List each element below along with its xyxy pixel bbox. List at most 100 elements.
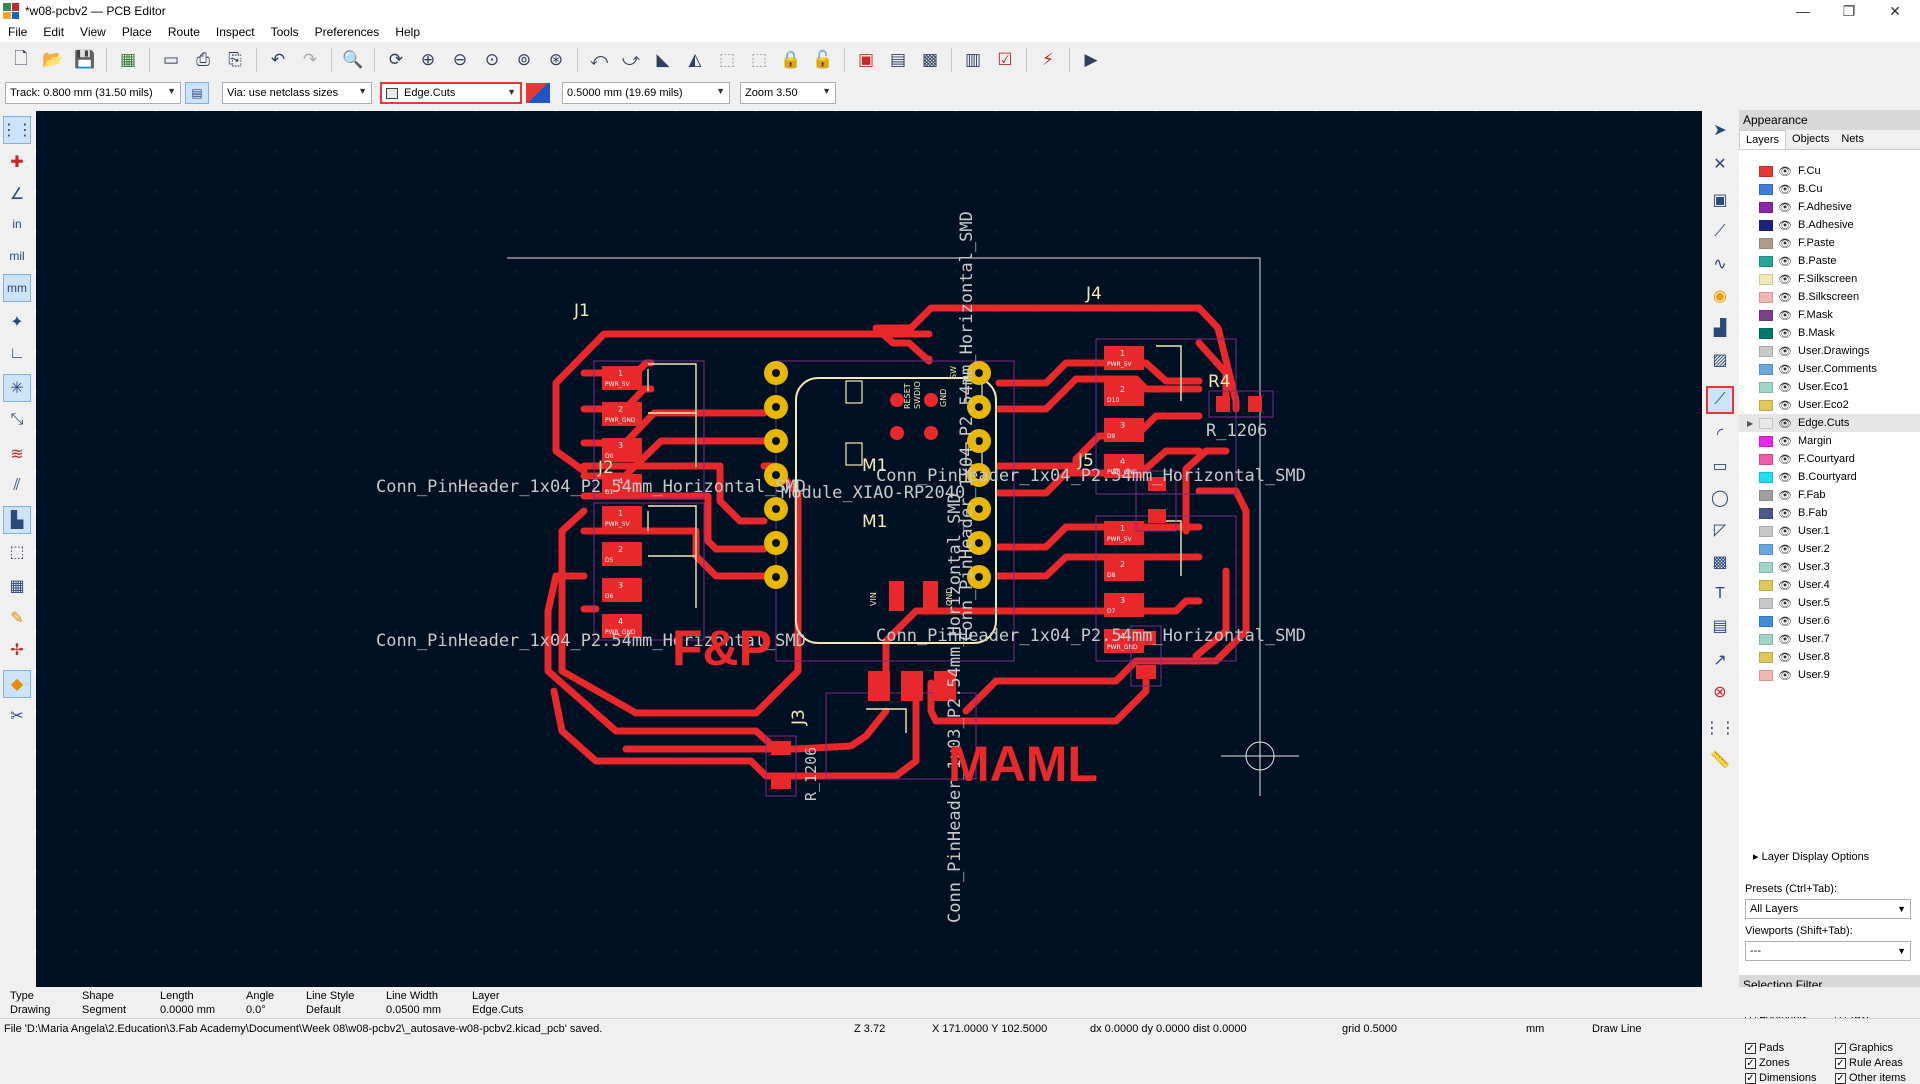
layer-row[interactable]: 👁User.9: [1739, 666, 1920, 684]
via-outline-icon[interactable]: ⬚: [9, 544, 25, 561]
checkbox[interactable]: ✓: [1745, 1072, 1756, 1084]
grid-toggle-icon[interactable]: ⋮⋮: [1, 116, 33, 144]
filter-pads[interactable]: ✓Pads: [1745, 1042, 1784, 1054]
footprint-browser-icon[interactable]: ▤: [889, 50, 907, 69]
draw-line-icon[interactable]: ⟋: [1706, 386, 1734, 414]
add-rule-area-icon[interactable]: ▨: [1712, 352, 1728, 369]
layer-color-swatch[interactable]: [1759, 471, 1773, 483]
layer-color-swatch[interactable]: [1759, 435, 1773, 447]
menu-place[interactable]: Place: [121, 25, 152, 39]
grid-select[interactable]: 0.5000 mm (19.69 mils)▼: [562, 82, 730, 104]
layer-color-swatch[interactable]: [1759, 561, 1773, 573]
layer-row[interactable]: 👁User.3: [1739, 558, 1920, 576]
add-textbox-icon[interactable]: ▤: [1712, 618, 1728, 635]
via-size-select[interactable]: Via: use netclass sizes▼: [222, 82, 372, 104]
layer-row[interactable]: 👁User.Comments: [1739, 360, 1920, 378]
layer-visibility-eye-icon[interactable]: 👁: [1778, 327, 1792, 340]
layer-visibility-eye-icon[interactable]: 👁: [1778, 651, 1792, 664]
layer-visibility-eye-icon[interactable]: 👁: [1778, 273, 1792, 286]
pcb-drawing[interactable]: 1PWR_5V2PWR_GND3D04D11PWR_5V2D53D64PWR_G…: [36, 111, 1702, 987]
contrast-mode-icon[interactable]: ▦: [9, 578, 25, 595]
plot-icon[interactable]: ⎘: [228, 50, 242, 69]
layer-visibility-eye-icon[interactable]: 👁: [1778, 399, 1792, 412]
layer-visibility-eye-icon[interactable]: 👁: [1778, 579, 1792, 592]
filter-zones[interactable]: ✓Zones: [1745, 1057, 1790, 1069]
ungroup-icon[interactable]: ⬚: [750, 50, 768, 69]
unlock-icon[interactable]: 🔓: [812, 50, 834, 69]
units-inch-button[interactable]: in: [12, 217, 22, 231]
find-icon[interactable]: 🔍: [342, 50, 364, 69]
units-mm-button[interactable]: mm: [3, 274, 31, 302]
layer-color-swatch[interactable]: [1759, 543, 1773, 555]
delete-tool-icon[interactable]: ⊗: [1713, 684, 1727, 701]
footprint-editor-icon[interactable]: ▣: [857, 50, 875, 69]
group-icon[interactable]: ⬚: [718, 50, 736, 69]
layer-row[interactable]: 👁B.Silkscreen: [1739, 288, 1920, 306]
layer-row[interactable]: 👁F.Silkscreen: [1739, 270, 1920, 288]
tab-layers[interactable]: Layers: [1739, 130, 1787, 149]
track-width-select[interactable]: Track: 0.800 mm (31.50 mils)▼: [5, 82, 181, 104]
print-icon[interactable]: ⎙: [196, 50, 210, 69]
layer-row[interactable]: 👁Margin: [1739, 432, 1920, 450]
layer-color-swatch[interactable]: [1759, 363, 1773, 375]
layers-manager-icon[interactable]: ◆: [3, 670, 31, 698]
polar-coords-icon[interactable]: ∠: [9, 186, 25, 203]
layer-visibility-eye-icon[interactable]: 👁: [1778, 255, 1792, 268]
ratsnest-icon[interactable]: ✳: [3, 374, 31, 402]
add-dimension-icon[interactable]: ↗: [1713, 652, 1727, 669]
board-setup-icon[interactable]: ▦: [119, 50, 137, 69]
update-pcb-icon[interactable]: ▥: [964, 50, 982, 69]
auto-track-width-icon[interactable]: ▤: [185, 82, 209, 104]
menu-help[interactable]: Help: [395, 25, 420, 39]
route-track-icon[interactable]: ⟋: [1714, 223, 1726, 240]
layer-visibility-eye-icon[interactable]: 👁: [1778, 435, 1792, 448]
lock-icon[interactable]: 🔒: [780, 50, 802, 69]
layer-row[interactable]: 👁F.Fab: [1739, 486, 1920, 504]
layer-visibility-eye-icon[interactable]: 👁: [1778, 453, 1792, 466]
save-icon[interactable]: 💾: [74, 50, 96, 69]
layer-color-swatch[interactable]: [1759, 633, 1773, 645]
layer-color-swatch[interactable]: [1759, 345, 1773, 357]
layer-visibility-eye-icon[interactable]: 👁: [1778, 345, 1792, 358]
zoom-out-icon[interactable]: ⊖: [452, 50, 468, 69]
layer-color-swatch[interactable]: [1759, 291, 1773, 303]
grid-origin-icon[interactable]: ⋮⋮: [1704, 720, 1736, 737]
rotate-cw-icon[interactable]: ⤻: [621, 50, 641, 69]
layer-row[interactable]: 👁F.Paste: [1739, 234, 1920, 252]
pad-outline-icon[interactable]: ⫽: [13, 477, 21, 494]
layer-color-swatch[interactable]: [1759, 273, 1773, 285]
layer-color-swatch[interactable]: [1759, 669, 1773, 681]
layer-visibility-eye-icon[interactable]: 👁: [1778, 633, 1792, 646]
filter-graphics[interactable]: ✓Graphics: [1835, 1042, 1893, 1054]
layer-color-swatch[interactable]: [1759, 327, 1773, 339]
layer-display-options-toggle[interactable]: ▸ Layer Display Options: [1753, 851, 1870, 863]
layer-color-swatch[interactable]: [1759, 219, 1773, 231]
layer-row[interactable]: 👁User.7: [1739, 630, 1920, 648]
layer-color-swatch[interactable]: [1759, 615, 1773, 627]
layer-color-swatch[interactable]: [1759, 489, 1773, 501]
zoom-selection-icon[interactable]: ⊛: [548, 50, 564, 69]
layer-row[interactable]: 👁F.Mask: [1739, 306, 1920, 324]
checkbox[interactable]: ✓: [1745, 1042, 1756, 1054]
track-outline-icon[interactable]: ▙: [3, 506, 31, 534]
layer-row[interactable]: ▶👁Edge.Cuts: [1739, 414, 1920, 432]
mirror-icon[interactable]: ◭: [688, 50, 702, 69]
viewports-select[interactable]: ---▼: [1745, 941, 1911, 961]
zoom-objects-icon[interactable]: ⊚: [516, 50, 532, 69]
rotate-ccw-icon[interactable]: ⤺: [589, 50, 609, 69]
layer-visibility-eye-icon[interactable]: 👁: [1778, 507, 1792, 520]
layer-row[interactable]: 👁User.2: [1739, 540, 1920, 558]
menu-route[interactable]: Route: [167, 25, 200, 39]
close-button[interactable]: ✕: [1889, 2, 1901, 19]
undo-icon[interactable]: ↶: [270, 50, 286, 69]
layer-color-swatch[interactable]: [1759, 507, 1773, 519]
menu-edit[interactable]: Edit: [43, 25, 65, 39]
layer-visibility-eye-icon[interactable]: 👁: [1778, 219, 1792, 232]
add-text-icon[interactable]: T: [1715, 585, 1725, 602]
tab-nets[interactable]: Nets: [1841, 133, 1864, 145]
properties-panel-icon[interactable]: ✂: [10, 708, 24, 725]
menu-view[interactable]: View: [80, 25, 106, 39]
layer-visibility-eye-icon[interactable]: 👁: [1778, 183, 1792, 196]
layer-color-swatch[interactable]: [1759, 237, 1773, 249]
layer-visibility-eye-icon[interactable]: 👁: [1778, 237, 1792, 250]
